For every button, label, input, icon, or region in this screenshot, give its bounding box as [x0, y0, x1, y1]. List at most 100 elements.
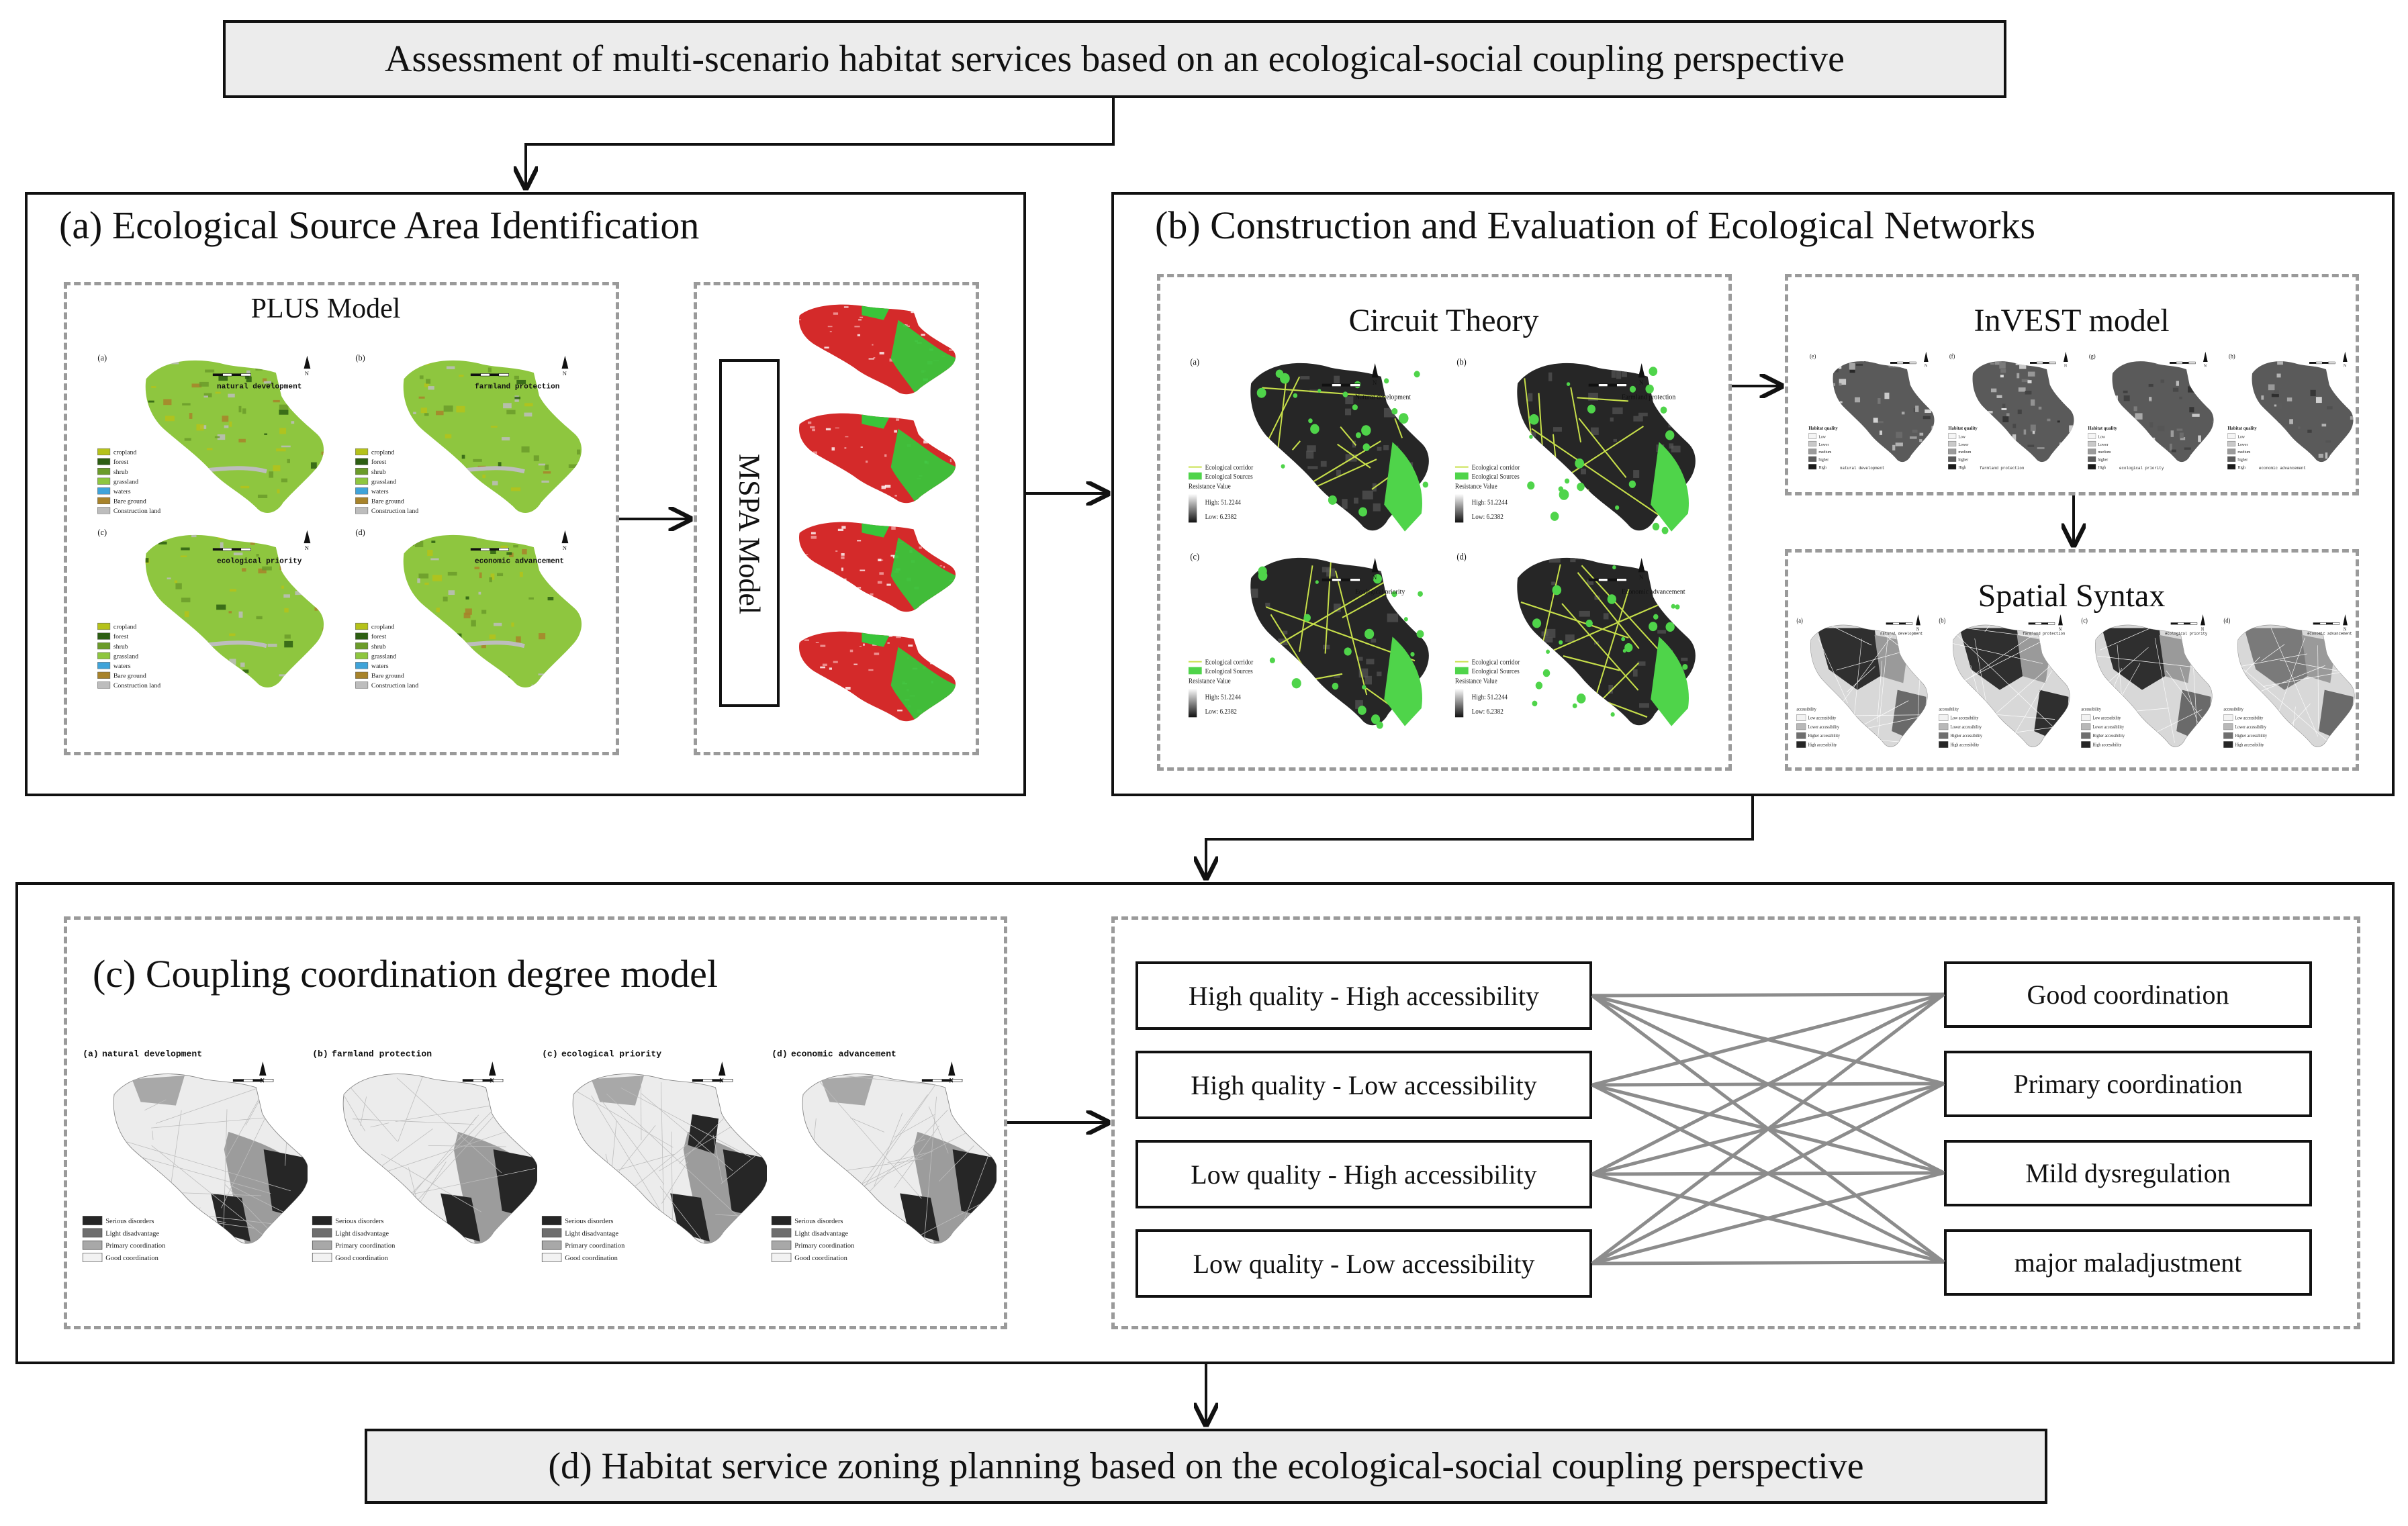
legend-label: Light disadvantage — [335, 1230, 389, 1237]
map-letter: (d) — [355, 528, 365, 537]
legend-label: medium — [2098, 450, 2111, 455]
legend-label: Lower — [1958, 442, 1969, 446]
scenario-label: Economic advancement — [1622, 588, 1685, 595]
legend-title: Habitat quality — [1808, 426, 1838, 432]
legend-label: Primary coordination — [794, 1243, 855, 1250]
legend-label: shrub — [371, 469, 386, 476]
legend-label: shrub — [371, 643, 386, 651]
mspa-frame — [694, 282, 979, 755]
legend-label: forest — [371, 633, 387, 640]
legend-label: High accessibility — [2235, 743, 2265, 748]
coupling-map-frame — [64, 916, 1007, 1329]
scenario-label: ecological priority — [561, 1049, 661, 1059]
map-letter: (f) — [1949, 352, 1955, 360]
svg-text:N: N — [2344, 363, 2347, 368]
mspa-map-4 — [789, 628, 964, 728]
legend-label: Bare ground — [371, 673, 404, 680]
legend-label: Ecological Sources — [1472, 668, 1520, 675]
map-letter: (c) — [2081, 617, 2087, 625]
legend-title: Habitat quality — [2088, 426, 2117, 432]
legend-label: Serious disorders — [565, 1218, 613, 1225]
spatial-syntax-title: Spatial Syntax — [1978, 578, 2166, 614]
mspa-map-3 — [789, 518, 964, 619]
legend-label: Construction land — [113, 682, 160, 689]
scenario-label: ecological priority — [2165, 631, 2207, 636]
legend-label: Resistance Value — [1189, 483, 1231, 490]
legend-label: Good coordination — [335, 1255, 388, 1262]
legend-label: Ecological Sources — [1205, 473, 1253, 481]
legend-label: Construction land — [371, 508, 418, 515]
legend-label: Ecological Sources — [1472, 473, 1520, 481]
legend-label: medium — [2237, 450, 2250, 455]
legend-label: Good coordination — [794, 1255, 847, 1262]
legend-label: waters — [371, 488, 389, 495]
svg-text:N: N — [1373, 379, 1377, 386]
legend-label: waters — [113, 663, 131, 670]
legend-label: Serious disorders — [794, 1218, 843, 1225]
legend-label: cropland — [371, 449, 395, 457]
legend-label: High: 51.2244 — [1205, 499, 1242, 506]
legend-label: Primary coordination — [335, 1243, 396, 1250]
map-letter: (d) — [2223, 617, 2230, 625]
legend-label: Lower accessibility — [1808, 725, 1840, 730]
legend-label: Low — [1818, 434, 1826, 439]
map-letter: (a) — [1190, 357, 1199, 367]
map-letter: (g) — [2089, 352, 2096, 360]
legend-label: Light disadvantage — [565, 1230, 618, 1237]
legend-label: High: 51.2244 — [1205, 694, 1242, 701]
svg-text:N: N — [1925, 363, 1928, 368]
legend-label: Low — [2098, 434, 2105, 439]
svg-text:N: N — [305, 544, 309, 551]
scenario-label: natural development — [217, 383, 302, 391]
legend-label: High: 51.2244 — [1472, 694, 1508, 701]
result-good-coordination: Good coordination — [1944, 961, 2312, 1028]
legend-label: higher — [1818, 457, 1829, 462]
svg-text:N: N — [260, 1078, 265, 1084]
legend-label: Resistance Value — [1189, 677, 1231, 685]
mspa-map-2 — [789, 410, 964, 510]
legend-title: accessibility — [2081, 707, 2101, 712]
map-letter: (h) — [2229, 352, 2235, 360]
svg-text:N: N — [1639, 379, 1644, 386]
circuit-theory-frame — [1157, 274, 1732, 771]
panel-b-heading: (b) Construction and Evaluation of Ecolo… — [1155, 203, 2036, 247]
svg-text:N: N — [2059, 627, 2062, 632]
legend-label: High — [1958, 465, 1966, 470]
legend-label: grassland — [371, 478, 396, 485]
bottom-title-box: (d) Habitat service zoning planning base… — [365, 1429, 2047, 1504]
legend-label: High — [1818, 465, 1826, 470]
legend-label: Higher accessibility — [1951, 734, 1983, 739]
map-letter: (b) — [312, 1049, 328, 1059]
top-title-box: Assessment of multi-scenario habitat ser… — [223, 20, 2006, 98]
mspa-model-title: MSPA Model — [733, 453, 766, 615]
legend-label: Higher accessibility — [1808, 734, 1841, 739]
scenario-label: farmland protection — [1980, 466, 2025, 471]
plus-model-title: PLUS Model — [250, 293, 401, 324]
plus-model-frame — [64, 282, 619, 755]
map-letter: (b) — [355, 353, 365, 363]
panel-c-heading: (c) Coupling coordination degree model — [93, 952, 718, 996]
legend-label: Higher accessibility — [2235, 734, 2268, 739]
legend-label: High — [2237, 465, 2245, 470]
legend-label: shrub — [113, 469, 128, 476]
circuit-theory-title: Circuit Theory — [1348, 303, 1539, 338]
legend-title: accessibility — [1939, 707, 1959, 712]
legend-label: Resistance Value — [1455, 677, 1497, 685]
legend-label: higher — [1958, 457, 1969, 462]
legend-label: Ecological corridor — [1472, 464, 1520, 471]
option-high-low: High quality - Low accessibility — [1136, 1051, 1592, 1119]
svg-text:N: N — [563, 544, 567, 551]
map-letter: (b) — [1939, 617, 1945, 625]
legend-label: Bare ground — [371, 498, 404, 506]
legend-label: Serious disorders — [105, 1218, 154, 1225]
legend-label: shrub — [113, 643, 128, 651]
legend-label: Ecological Sources — [1205, 668, 1253, 675]
scenario-label: economic advancement — [791, 1049, 896, 1059]
legend-label: medium — [1958, 450, 1971, 455]
legend-label: Low: 6.2382 — [1472, 514, 1503, 521]
legend-label: High — [2098, 465, 2106, 470]
